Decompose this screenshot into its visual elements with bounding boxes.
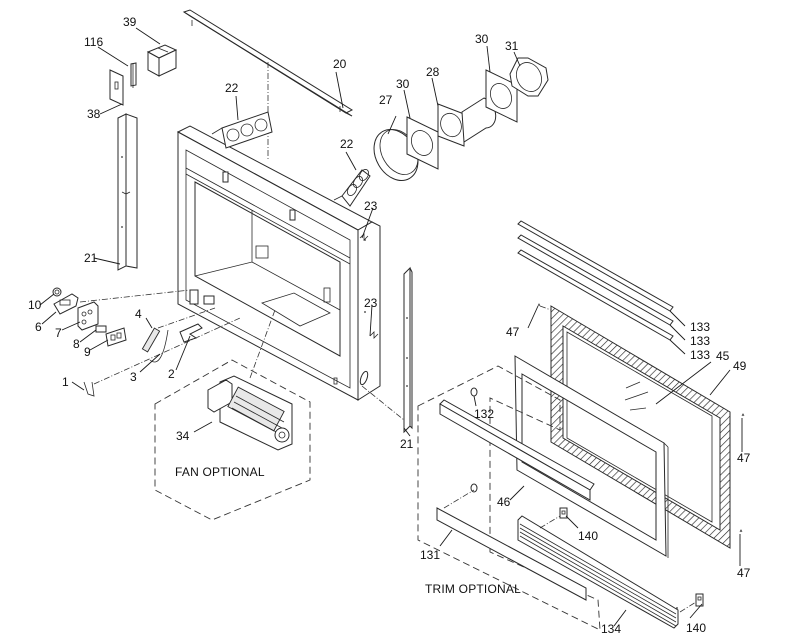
callout-7: 7 (55, 326, 62, 340)
callout-131: 131 (420, 548, 440, 562)
callout-2: 2 (168, 367, 175, 381)
screw-top-left (537, 303, 541, 307)
callout-28: 28 (426, 65, 440, 79)
callout-134: 134 (601, 622, 621, 636)
gasket-rope-3 (517, 249, 674, 341)
callout-1: 1 (62, 375, 69, 389)
screw-right-lower (739, 529, 743, 533)
center-line (249, 309, 276, 379)
blower-fan (207, 375, 293, 451)
callout-133-2: 133 (690, 334, 710, 348)
terminal-block (77, 301, 99, 331)
bracket (53, 293, 79, 315)
magnet-lower (470, 483, 478, 493)
callout-116: 116 (84, 35, 103, 49)
callout-140-lower: 140 (686, 621, 706, 635)
trim-strip (436, 507, 587, 601)
hinge-upper (559, 507, 568, 519)
callout-22-top: 22 (225, 81, 239, 95)
center-line (443, 489, 475, 509)
callout-21-right: 21 (400, 437, 414, 451)
callout-20: 20 (333, 57, 347, 71)
gasket-rope-1 (517, 220, 674, 312)
center-line (539, 515, 561, 529)
callout-47-right-upper: 47 (737, 451, 751, 465)
callout-10: 10 (28, 298, 42, 312)
fan-optional-boundary (154, 359, 311, 521)
callout-8: 8 (73, 337, 80, 351)
callout-3: 3 (130, 370, 137, 384)
trim-optional-boundary (417, 365, 601, 631)
receptacle (105, 327, 127, 347)
switch (130, 62, 137, 88)
standoff-bracket-side (333, 169, 371, 207)
center-line (157, 307, 216, 329)
callout-23-upper: 23 (364, 199, 378, 213)
callout-49: 49 (733, 359, 747, 373)
spring (141, 327, 169, 363)
gasket-rope-2 (517, 234, 674, 326)
junction-box (146, 44, 178, 77)
callout-30-rear: 30 (475, 32, 489, 46)
callout-labels: 39 116 38 20 22 22 27 30 28 30 31 23 23 … (28, 15, 751, 636)
hinge-lower (695, 593, 704, 607)
side-clip-upper (359, 233, 369, 241)
leader-lines (39, 27, 743, 627)
callout-31: 31 (505, 39, 519, 53)
gasket-front (406, 116, 439, 170)
glass-shine-icon (624, 381, 649, 411)
callout-46: 46 (497, 495, 511, 509)
callout-140-upper: 140 (578, 529, 598, 543)
connector (95, 325, 107, 333)
callout-47-top-left: 47 (506, 325, 520, 339)
center-line (679, 601, 697, 613)
callout-133-3: 133 (690, 348, 710, 362)
flange-plate (509, 57, 549, 97)
gasket-rear (485, 69, 518, 123)
louver-panel (517, 515, 679, 629)
clip (179, 323, 203, 343)
callout-22-side: 22 (340, 137, 354, 151)
switch-cover-plate (109, 69, 124, 106)
trim-optional-label: TRIM OPTIONAL (425, 582, 521, 596)
callout-47-right-lower: 47 (737, 566, 751, 580)
screw-right-upper (741, 413, 745, 417)
firebox (176, 125, 381, 401)
center-line (361, 385, 405, 421)
callout-132: 132 (474, 407, 494, 421)
strain-relief (52, 287, 62, 297)
hook (83, 381, 95, 397)
callout-23-lower: 23 (364, 296, 378, 310)
magnet-upper (470, 387, 478, 397)
callout-34: 34 (176, 429, 190, 443)
callout-133-1: 133 (690, 320, 710, 334)
door-frame (514, 355, 667, 557)
callout-30-front: 30 (396, 77, 410, 91)
callout-4: 4 (135, 307, 142, 321)
door-trim-bar (439, 399, 595, 501)
center-line (539, 305, 552, 311)
glass-panel (566, 331, 713, 523)
nailing-strip-right (403, 266, 413, 434)
fan-optional-label: FAN OPTIONAL (175, 465, 265, 479)
center-line (93, 317, 241, 385)
center-line (79, 289, 191, 303)
callout-6: 6 (35, 320, 42, 334)
callout-38: 38 (87, 107, 101, 121)
callout-9: 9 (84, 345, 91, 359)
callout-39: 39 (123, 15, 137, 29)
standoff-bracket-top (211, 111, 273, 149)
callout-21-left: 21 (84, 251, 98, 265)
nailing-strip-left (117, 113, 138, 271)
glass-gasket (550, 305, 731, 549)
callout-45: 45 (716, 349, 730, 363)
callout-27: 27 (379, 93, 393, 107)
top-angle-bracket (182, 9, 354, 117)
side-clip-lower (369, 331, 379, 339)
